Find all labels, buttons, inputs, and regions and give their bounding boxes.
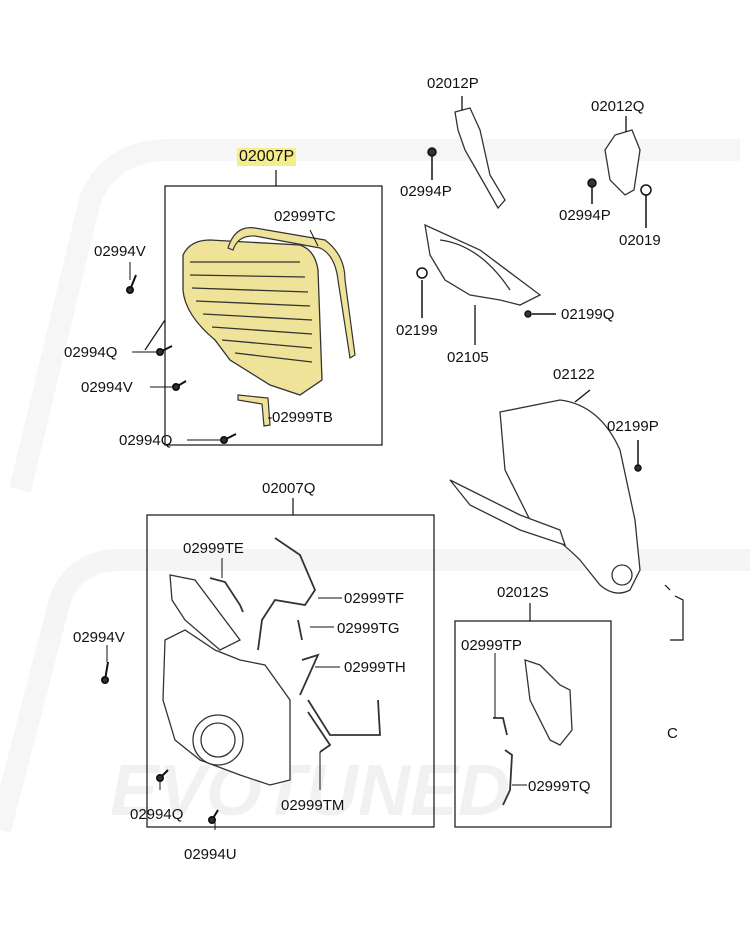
plate-02105[interactable] — [424, 223, 542, 345]
timing-cover-lower[interactable] — [162, 574, 291, 786]
label-02994U[interactable]: 02994U — [184, 846, 237, 863]
label-02999TH[interactable]: 02999TH — [344, 659, 406, 676]
label-02122[interactable]: 02122 — [553, 366, 595, 383]
partial-edge-right — [664, 584, 684, 641]
label-02012Q[interactable]: 02012Q — [591, 98, 645, 115]
watermark-text: EVOTUNED — [110, 751, 510, 831]
label-02019[interactable]: 02019 — [619, 232, 661, 249]
small-bolts-top-right — [427, 147, 652, 228]
gaskets-lower[interactable] — [209, 537, 381, 753]
leader-lines-top-left — [129, 229, 319, 441]
watermark-background — [0, 139, 750, 833]
label-02994Q-a[interactable]: 02994Q — [64, 344, 118, 361]
group-02012S — [454, 603, 612, 828]
label-02994P-a[interactable]: 02994P — [400, 183, 452, 200]
label-02012S[interactable]: 02012S — [497, 584, 549, 601]
group-02007Q — [146, 498, 435, 828]
gasket-02999TB[interactable] — [237, 394, 271, 427]
label-02199[interactable]: 02199 — [396, 322, 438, 339]
bracket-02012Q[interactable] — [604, 116, 641, 196]
label-02999TE[interactable]: 02999TE — [183, 540, 244, 557]
label-02994Q-c[interactable]: 02994Q — [130, 806, 184, 823]
label-02994V-low[interactable]: 02994V — [73, 629, 125, 646]
bolts-lower-left — [101, 661, 219, 824]
leader-lines-lower — [106, 558, 342, 830]
timing-cover-upper[interactable] — [182, 239, 323, 396]
label-C: C — [667, 725, 678, 742]
group-02007P — [144, 170, 383, 446]
label-02999TC[interactable]: 02999TC — [274, 208, 336, 225]
bolts-left-top — [126, 274, 237, 444]
label-02999TM[interactable]: 02999TM — [281, 797, 345, 814]
label-02199P[interactable]: 02199P — [607, 418, 659, 435]
bracket-02012P[interactable] — [454, 96, 506, 210]
label-02105[interactable]: 02105 — [447, 349, 489, 366]
label-02007Q[interactable]: 02007Q — [262, 480, 316, 497]
label-02199Q[interactable]: 02199Q — [561, 306, 615, 323]
label-02994V-mid[interactable]: 02994V — [81, 379, 133, 396]
label-02994V-top[interactable]: 02994V — [94, 243, 146, 260]
label-02999TG[interactable]: 02999TG — [337, 620, 400, 637]
label-02999TB[interactable]: 02999TB — [272, 409, 333, 426]
cover-02012S[interactable] — [524, 659, 573, 746]
label-02999TQ[interactable]: 02999TQ — [528, 778, 591, 795]
leader-lines-02012S — [494, 653, 527, 786]
label-02994Q-b[interactable]: 02994Q — [119, 432, 173, 449]
housing-02122[interactable] — [449, 389, 641, 594]
label-02999TF[interactable]: 02999TF — [344, 590, 405, 607]
gaskets-02012S[interactable] — [493, 717, 513, 806]
label-02994P-b[interactable]: 02994P — [559, 207, 611, 224]
bolts-02199 — [416, 267, 556, 318]
label-02999TP[interactable]: 02999TP — [461, 637, 522, 654]
label-02007P[interactable]: 02007P — [237, 148, 297, 166]
bolt-02199P — [634, 440, 642, 472]
label-02012P[interactable]: 02012P — [427, 75, 479, 92]
gasket-02999TC[interactable] — [227, 227, 356, 359]
